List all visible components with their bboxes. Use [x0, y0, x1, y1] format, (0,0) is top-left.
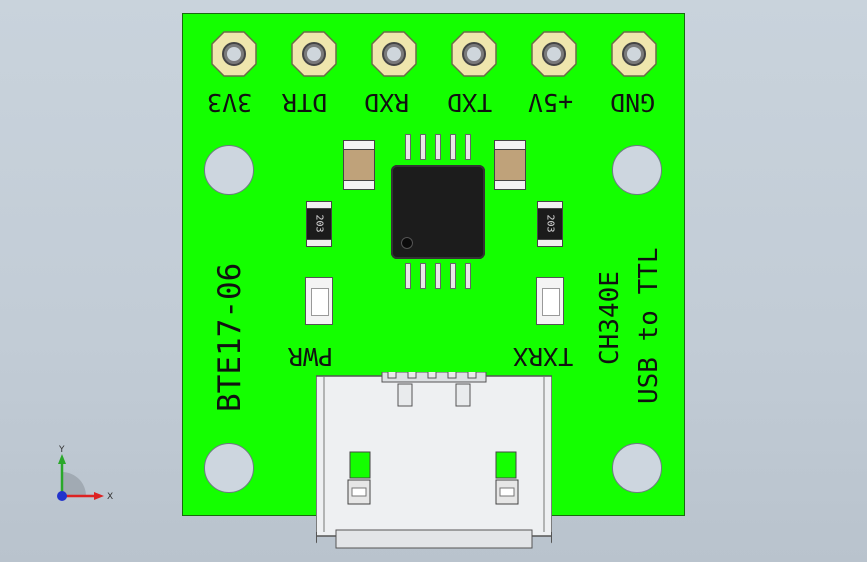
pin-pad-txd[interactable] [450, 30, 498, 78]
mounting-hole-bottom-right [612, 443, 662, 493]
pin-label-5v: +5V [528, 88, 574, 117]
pin1-marker [401, 237, 413, 249]
resistor-left[interactable]: 203 [306, 201, 332, 247]
pin-pad-rxd[interactable] [370, 30, 418, 78]
mounting-hole-top-right [612, 145, 662, 195]
pin-pad-5v[interactable] [530, 30, 578, 78]
mounting-hole-top-left [204, 145, 254, 195]
pin-label-3v3: 3V3 [207, 88, 253, 117]
pin-label-rxd: RXD [364, 88, 410, 117]
ch340e-chip[interactable] [391, 165, 485, 259]
pin-pad-3v3[interactable] [210, 30, 258, 78]
led-txrx[interactable] [536, 277, 564, 325]
chip-label: CH340E [595, 271, 625, 365]
function-label: USB to TTL [634, 247, 664, 404]
pin-label-dtr: DTR [282, 88, 328, 117]
axis-y-label: Y [58, 445, 65, 455]
resistor-right[interactable]: 203 [537, 201, 563, 247]
axis-triad: Y X [57, 445, 113, 502]
pin-label-txd: TXD [447, 88, 493, 117]
mounting-hole-bottom-left [204, 443, 254, 493]
axis-x-label: X [107, 492, 113, 502]
pin-pad-dtr[interactable] [290, 30, 338, 78]
capacitor-left[interactable] [343, 140, 375, 190]
micro-usb-connector[interactable] [316, 372, 552, 550]
pin-pad-gnd[interactable] [610, 30, 658, 78]
resistor-left-code: 203 [313, 214, 325, 233]
led-power[interactable] [305, 277, 333, 325]
resistor-right-code: 203 [544, 214, 556, 233]
pwr-led-label: PWR [288, 342, 334, 371]
txrx-led-label: TXRX [513, 342, 574, 371]
pin-label-gnd: GND [610, 88, 656, 117]
part-number-label: BTE17-06 [212, 262, 248, 412]
capacitor-right[interactable] [494, 140, 526, 190]
